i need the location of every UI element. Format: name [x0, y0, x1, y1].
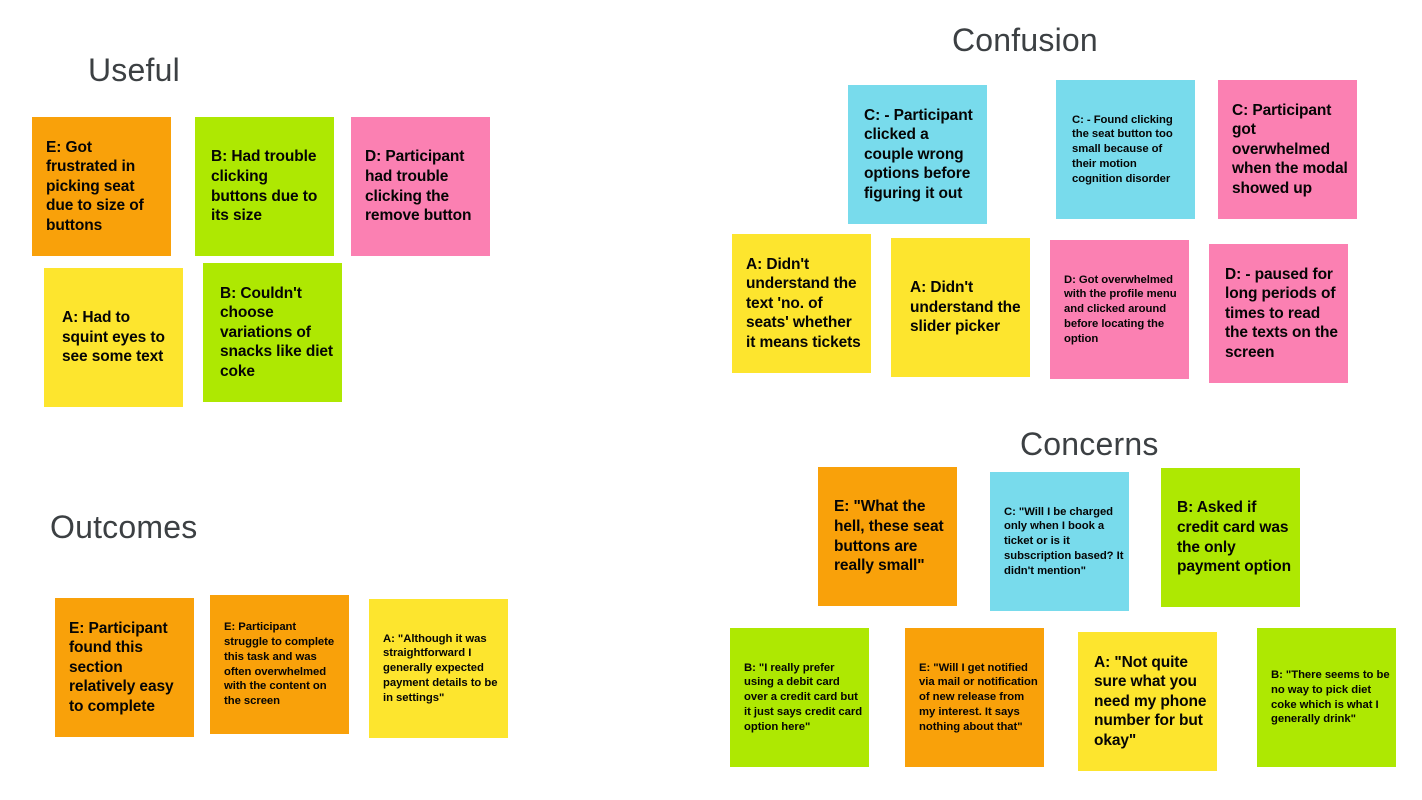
sticky-note-text: C: "Will I be charged only when I book a… [1004, 505, 1124, 577]
sticky-note[interactable]: D: Participant had trouble clicking the … [351, 117, 490, 256]
sticky-note-text: D: - paused for long periods of times to… [1225, 265, 1338, 361]
sticky-note-text: E: Got frustrated in picking seat due to… [46, 138, 144, 234]
sticky-note[interactable]: C: - Participant clicked a couple wrong … [848, 85, 987, 224]
sticky-note-text: A: Had to squint eyes to see some text [62, 309, 165, 366]
sticky-note-text: A: Didn't understand the text 'no. of se… [746, 255, 861, 351]
section-heading-useful: Useful [88, 52, 180, 88]
sticky-note[interactable]: C: "Will I be charged only when I book a… [990, 472, 1129, 611]
sticky-note[interactable]: C: - Found clicking the seat button too … [1056, 80, 1195, 219]
sticky-note-text: D: Got overwhelmed with the profile menu… [1064, 273, 1177, 345]
sticky-note[interactable]: A: "Not quite sure what you need my phon… [1078, 632, 1217, 771]
sticky-note[interactable]: E: Participant found this section relati… [55, 598, 194, 737]
sticky-note-text: B: Couldn't choose variations of snacks … [220, 284, 333, 380]
sticky-note[interactable]: B: "I really prefer using a debit card o… [730, 628, 869, 767]
sticky-note-text: E: Participant found this section relati… [69, 619, 174, 715]
sticky-note-text: A: Didn't understand the slider picker [910, 279, 1021, 336]
section-heading-confusion: Confusion [952, 22, 1098, 58]
sticky-note-text: A: "Not quite sure what you need my phon… [1094, 653, 1207, 749]
sticky-note-text: E: "Will I get notified via mail or noti… [919, 661, 1038, 733]
sticky-note[interactable]: E: Participant struggle to complete this… [210, 595, 349, 734]
sticky-note[interactable]: A: Had to squint eyes to see some text [44, 268, 183, 407]
section-heading-concerns: Concerns [1020, 426, 1159, 462]
sticky-note[interactable]: B: Couldn't choose variations of snacks … [203, 263, 342, 402]
sticky-note[interactable]: B: "There seems to be no way to pick die… [1257, 628, 1396, 767]
sticky-note[interactable]: A: Didn't understand the slider picker [891, 238, 1030, 377]
sticky-note[interactable]: E: Got frustrated in picking seat due to… [32, 117, 171, 256]
sticky-note-text: B: Had trouble clicking buttons due to i… [211, 148, 318, 225]
sticky-note[interactable]: A: Didn't understand the text 'no. of se… [732, 234, 871, 373]
sticky-note[interactable]: D: Got overwhelmed with the profile menu… [1050, 240, 1189, 379]
sticky-note[interactable]: E: "What the hell, these seat buttons ar… [818, 467, 957, 606]
sticky-note[interactable]: D: - paused for long periods of times to… [1209, 244, 1348, 383]
sticky-note-text: A: "Although it was straightforward I ge… [383, 632, 498, 704]
sticky-note[interactable]: A: "Although it was straightforward I ge… [369, 599, 508, 738]
sticky-note-text: C: - Participant clicked a couple wrong … [864, 106, 973, 202]
sticky-note-text: B: "I really prefer using a debit card o… [744, 661, 863, 733]
sticky-note[interactable]: C: Participant got overwhelmed when the … [1218, 80, 1357, 219]
sticky-note-text: B: Asked if credit card was the only pay… [1177, 499, 1291, 576]
sticky-note-text: D: Participant had trouble clicking the … [365, 148, 472, 225]
sticky-note-text: E: Participant struggle to complete this… [224, 621, 335, 707]
sticky-note-text: B: "There seems to be no way to pick die… [1271, 669, 1390, 726]
sticky-note-text: E: "What the hell, these seat buttons ar… [834, 498, 944, 575]
sticky-note-text: C: - Found clicking the seat button too … [1072, 113, 1173, 185]
sticky-note-text: C: Participant got overwhelmed when the … [1232, 101, 1348, 197]
sticky-note[interactable]: E: "Will I get notified via mail or noti… [905, 628, 1044, 767]
sticky-note[interactable]: B: Had trouble clicking buttons due to i… [195, 117, 334, 256]
sticky-note[interactable]: B: Asked if credit card was the only pay… [1161, 468, 1300, 607]
section-heading-outcomes: Outcomes [50, 509, 198, 545]
